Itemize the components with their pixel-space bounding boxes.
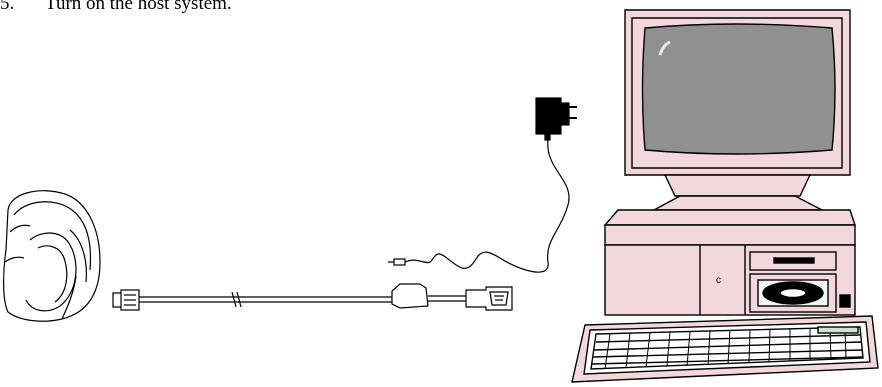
computer-icon: c [571,9,879,383]
instruction-step: 5. Turn on the host system. [0,0,232,15]
step-number: 5. [0,0,15,14]
power-adapter-icon [388,97,577,273]
monitor-icon [624,9,851,211]
cable-icon [112,283,513,311]
svg-text:c: c [716,275,721,286]
keyboard-icon [571,315,879,383]
step-text: Turn on the host system. [45,0,232,14]
scanner-icon [3,190,101,322]
